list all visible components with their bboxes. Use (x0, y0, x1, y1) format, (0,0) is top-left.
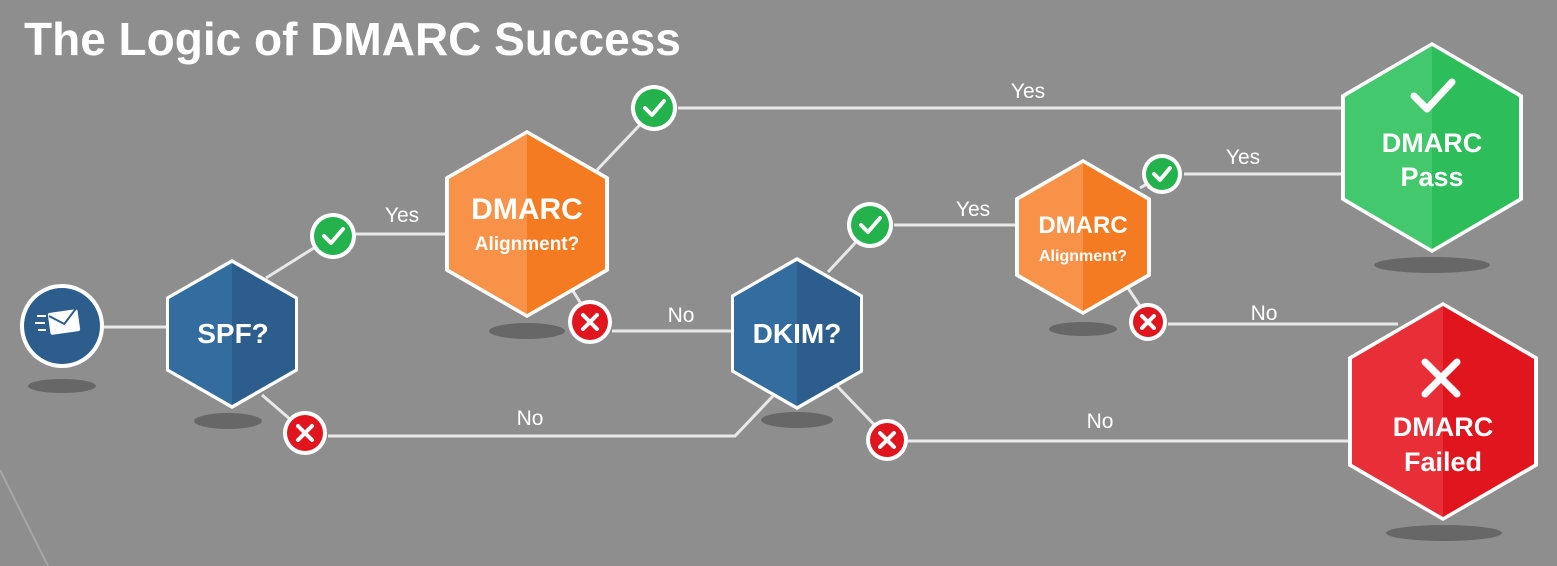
label-alignright-no: No (1251, 302, 1278, 325)
dmarc-pass-node: DMARC Pass (1341, 42, 1523, 253)
failed-line1: DMARC (1393, 412, 1494, 442)
label-aligntop-no: No (668, 304, 695, 327)
label-spf-no: No (517, 407, 544, 430)
cross-badge-alignright (1129, 303, 1167, 341)
check-icon (1152, 166, 1172, 182)
check-badge-spf (310, 213, 356, 259)
alignment-right-line2: Alignment? (1039, 248, 1127, 265)
cross-badge-dkim (866, 419, 908, 461)
alignment-right-line1: DMARC (1038, 212, 1127, 239)
connectors (104, 106, 1398, 443)
page-title: The Logic of DMARC Success (24, 13, 681, 65)
cross-icon (296, 424, 314, 442)
node-shadows (28, 257, 1502, 541)
alignment-top-line1: DMARC (471, 193, 583, 226)
check-badge-dkim (847, 202, 893, 248)
check-badge-aligntop (631, 85, 677, 131)
check-icon (643, 99, 666, 117)
dkim-decision-node: DKIM? (731, 257, 863, 410)
label-alignright-yes: Yes (1226, 146, 1260, 169)
cross-icon (878, 431, 896, 449)
spf-label: SPF? (197, 318, 269, 349)
dmarc-failed-node: DMARC Failed (1348, 302, 1538, 521)
dkim-label: DKIM? (753, 318, 842, 349)
cross-icon (581, 313, 599, 331)
label-dkim-yes: Yes (956, 198, 990, 221)
alignment-top-node: DMARC Alignment? (445, 130, 609, 318)
label-aligntop-yes: Yes (1011, 80, 1045, 103)
spf-decision-node: SPF? (166, 259, 298, 409)
check-icon (1410, 78, 1456, 113)
check-badge-alignright (1142, 154, 1182, 194)
envelope-icon (35, 307, 81, 335)
check-icon (859, 216, 882, 234)
yes-badges (310, 85, 1182, 259)
failed-line2: Failed (1404, 447, 1482, 477)
edge-labels: Yes No Yes No Yes No Yes No (385, 80, 1278, 433)
connector-spf-no-dkim (328, 394, 775, 438)
no-badges (283, 300, 1167, 461)
decorative-diagonal (0, 469, 49, 566)
alignment-top-line2: Alignment? (475, 234, 580, 255)
pass-line1: DMARC (1382, 128, 1483, 158)
label-dkim-no: No (1087, 410, 1114, 433)
cross-badge-aligntop (568, 300, 612, 344)
pass-line2: Pass (1400, 162, 1463, 192)
cross-badge-spf (283, 411, 327, 455)
cross-icon (1421, 358, 1461, 398)
check-icon (322, 227, 345, 245)
cross-icon (1140, 314, 1156, 330)
alignment-right-node: DMARC Alignment? (1015, 159, 1151, 315)
label-spf-yes: Yes (385, 204, 419, 227)
email-start-node (20, 284, 104, 368)
